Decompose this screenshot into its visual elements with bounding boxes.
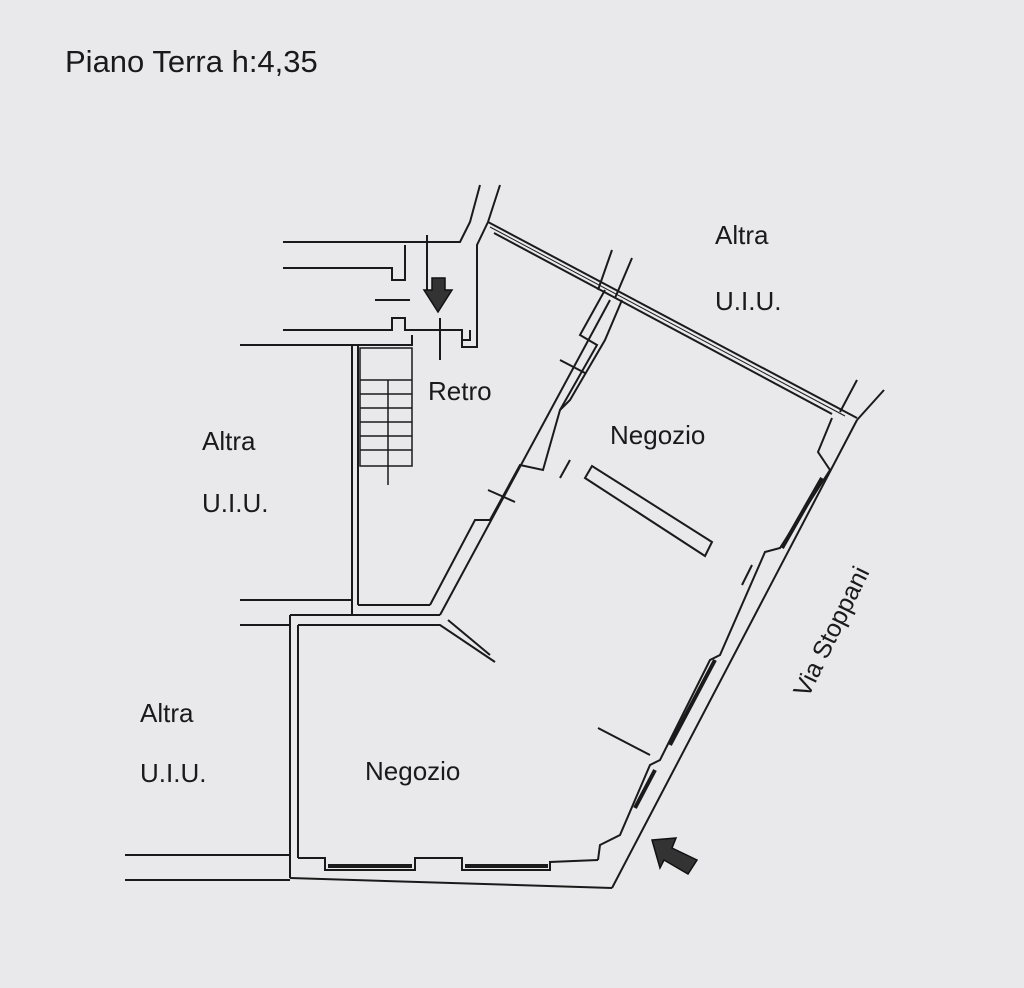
top-wall <box>487 221 858 419</box>
neighbor-label: U.I.U. <box>715 286 782 316</box>
counter <box>583 464 714 558</box>
neighbor-label: U.I.U. <box>202 488 269 518</box>
entry-arrow-icon <box>422 277 454 314</box>
neighbor-label: Altra <box>202 426 256 456</box>
bottom-wall <box>125 854 613 889</box>
corridor <box>240 184 501 360</box>
neighbor-label: U.I.U. <box>140 758 207 788</box>
left-walls <box>240 345 496 878</box>
stairs <box>359 347 413 485</box>
room-label-retro: Retro <box>428 376 492 406</box>
facade-wall <box>597 379 885 889</box>
partition-wall <box>429 249 633 616</box>
room-label-negozio: Negozio <box>365 756 461 786</box>
neighbor-label: Altra <box>715 220 769 250</box>
neighbor-label: Altra <box>140 698 194 728</box>
plan-title: Piano Terra h:4,35 <box>65 44 318 79</box>
main-entry-arrow-icon <box>651 837 699 876</box>
room-label-negozio: Negozio <box>610 420 706 450</box>
